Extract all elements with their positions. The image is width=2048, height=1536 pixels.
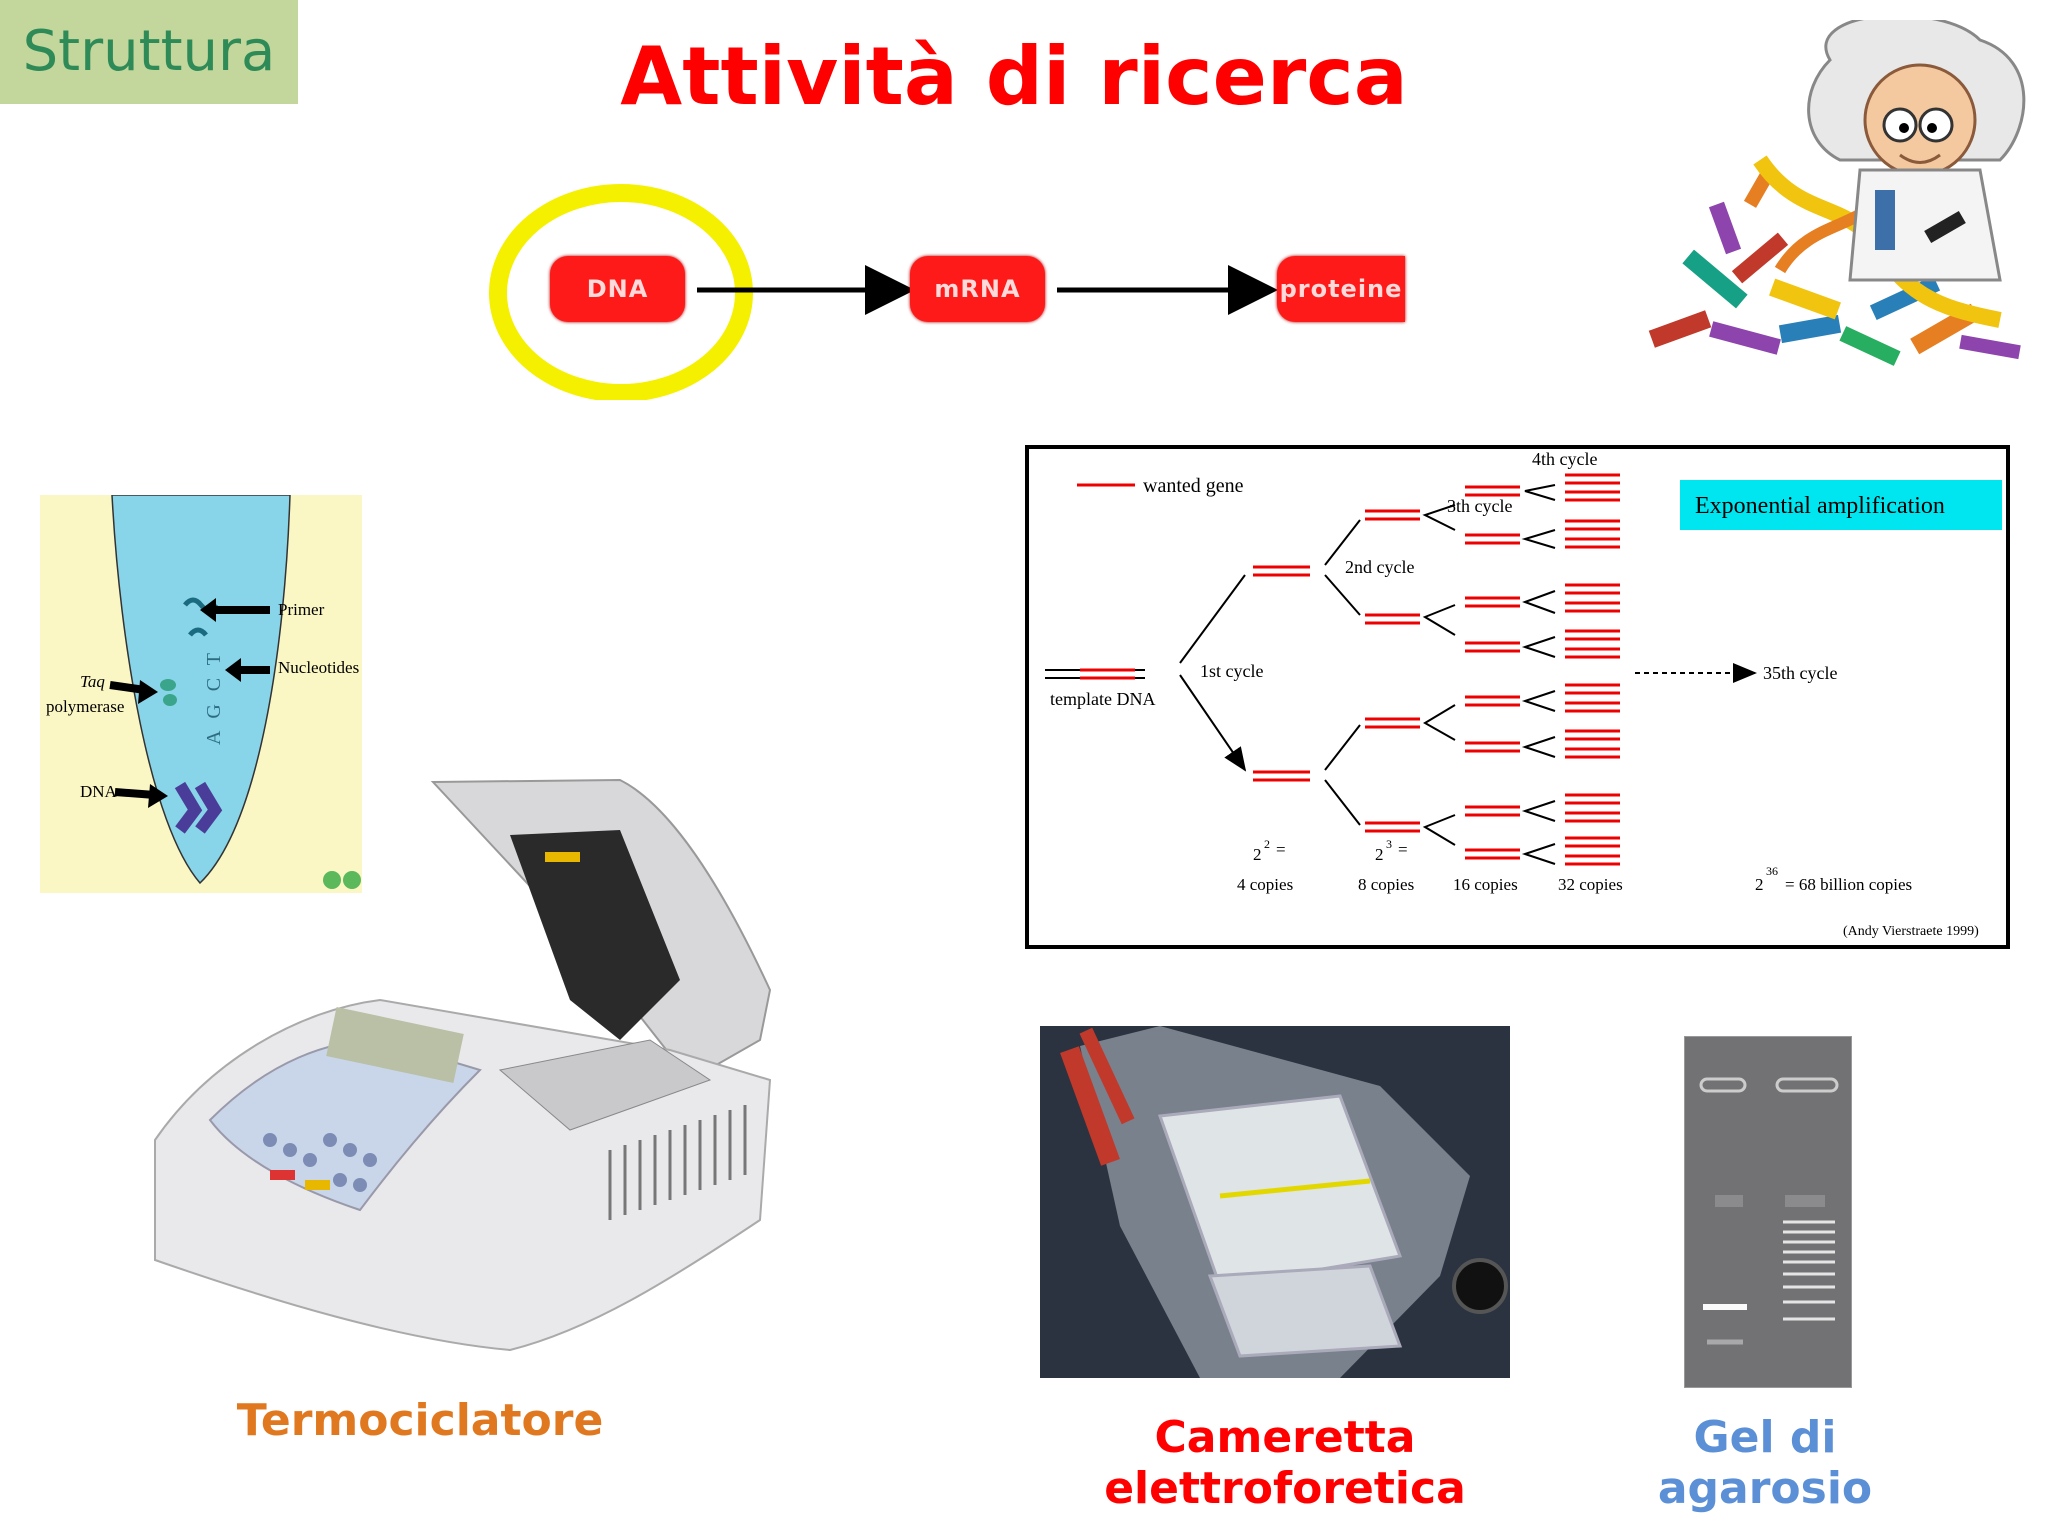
label-nucleotides: Nucleotides — [278, 658, 359, 677]
exp-box — [1680, 480, 2002, 530]
label-16copies: 16 copies — [1453, 875, 1518, 894]
flow-arrows — [489, 184, 1278, 402]
svg-text:2: 2 — [1375, 845, 1384, 864]
label-billion: = 68 billion copies — [1785, 875, 1912, 894]
label-bases: A G C T — [203, 649, 225, 745]
label-template: template DNA — [1050, 689, 1155, 709]
agarose-gel-photo — [1684, 1036, 1852, 1388]
caption-chamber: Cameretta elettroforetica — [1104, 1412, 1466, 1514]
dna-shape — [174, 781, 203, 834]
svg-text:2: 2 — [1264, 837, 1270, 851]
thermocycler-illustration — [150, 740, 780, 1360]
display — [326, 1007, 464, 1083]
label-c1: 1st cycle — [1200, 661, 1263, 681]
polymerase-shape — [163, 694, 177, 706]
body — [154, 998, 772, 1352]
lid-block — [510, 830, 680, 1040]
scientist — [1807, 13, 2026, 282]
pcr-tube-diagram: Primer Nucleotides Taq polymerase DNA A … — [40, 494, 362, 893]
label-32copies: 32 copies — [1558, 875, 1623, 894]
label-credit: (Andy Vierstraete 1999) — [1843, 924, 1979, 939]
arrow-dna — [114, 788, 156, 799]
label-4copies: 4 copies — [1237, 875, 1293, 894]
section-tag: Struttura — [0, 0, 298, 104]
exp-label: Exponential amplification — [1695, 493, 1945, 519]
arrow-taq — [109, 681, 146, 694]
svg-text:=: = — [1398, 840, 1408, 859]
label-8copies: 8 copies — [1358, 875, 1414, 894]
page-title: Attività di ricerca — [620, 30, 1408, 123]
label-primer: Primer — [278, 600, 325, 619]
dna-box: DNA — [550, 256, 685, 322]
svg-text:3: 3 — [1386, 837, 1392, 851]
electrophoresis-chamber-photo — [1040, 1026, 1510, 1378]
legend-label: wanted gene — [1143, 475, 1244, 497]
sample-block — [498, 1039, 712, 1131]
cycle4-copies — [1565, 473, 1620, 866]
svg-text:=: = — [1276, 840, 1286, 859]
label-c3: 3th cycle — [1447, 496, 1512, 516]
label-dna: DNA — [80, 782, 118, 801]
scientist-illustration — [1620, 13, 2040, 390]
label-c2: 2nd cycle — [1345, 557, 1414, 577]
highlight-circle — [489, 184, 753, 402]
label-c35: 35th cycle — [1763, 663, 1837, 683]
svg-text:2: 2 — [1253, 845, 1262, 864]
dna-flow: DNA mRNA proteine — [485, 180, 1415, 402]
caption-gel: Gel di agarosio — [1657, 1412, 1873, 1514]
svg-text:36: 36 — [1766, 864, 1778, 878]
pcr-amplification-diagram: wanted gene Exponential amplification te… — [1025, 445, 2010, 949]
mrna-box: mRNA — [910, 256, 1045, 322]
caption-thermocycler: Termociclatore — [236, 1395, 604, 1446]
svg-text:2: 2 — [1755, 875, 1764, 894]
label-taq: Taq — [80, 672, 105, 691]
label-polymerase: polymerase — [46, 697, 124, 716]
protein-box: proteine — [1277, 256, 1405, 322]
tube-shape — [111, 494, 291, 885]
ladder-bands — [1783, 1220, 1835, 1321]
label-c4: 4th cycle — [1532, 449, 1597, 469]
